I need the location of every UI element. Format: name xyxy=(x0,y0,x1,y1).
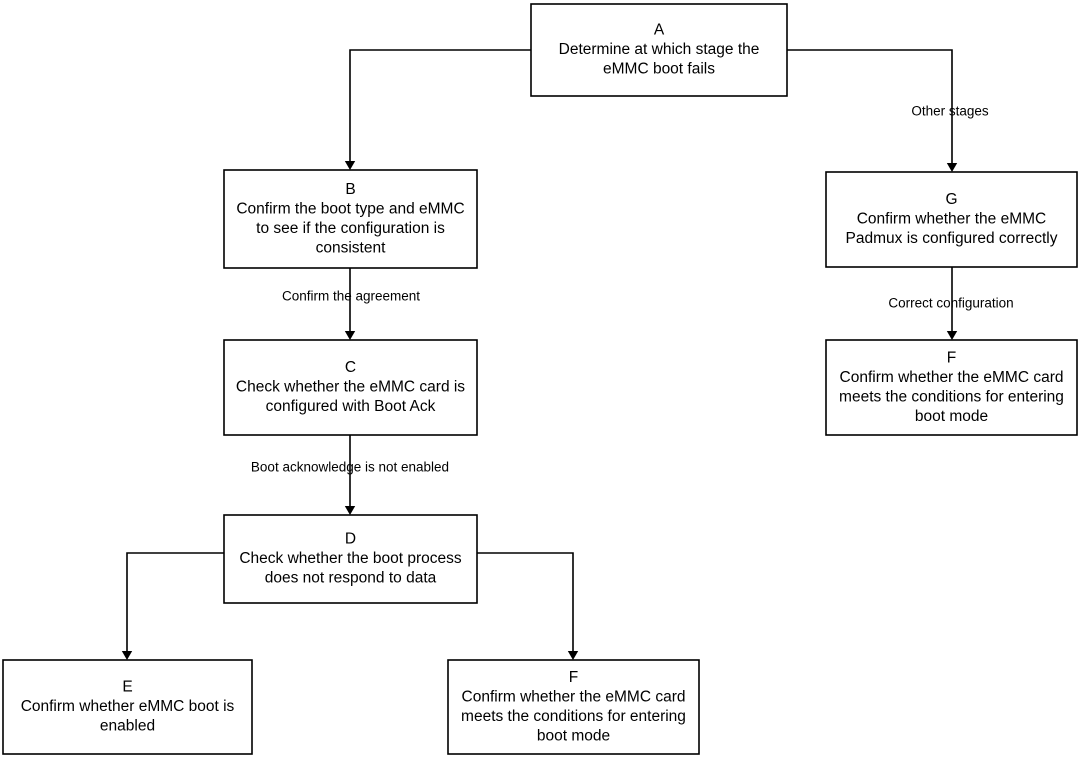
node-text-line-G-1: Confirm whether the eMMC xyxy=(857,211,1047,228)
node-text-line-C-2: configured with Boot Ack xyxy=(266,398,436,415)
node-box-A[interactable] xyxy=(530,3,788,97)
node-box-F_right[interactable] xyxy=(825,339,1078,436)
node-box-B[interactable] xyxy=(223,169,478,269)
node-key-F_right: F xyxy=(947,349,956,366)
node-text-line-B-3: consistent xyxy=(316,239,386,256)
node-text-line-C-1: Check whether the eMMC card is xyxy=(236,379,465,396)
node-text-line-F_right-1: Confirm whether the eMMC card xyxy=(840,369,1064,386)
node-F_bottom[interactable]: F Confirm whether the eMMC card meets the … xyxy=(447,659,700,755)
node-text-line-B-1: Confirm the boot type and eMMC xyxy=(236,200,464,217)
node-text-line-G-2: Padmux is configured correctly xyxy=(846,230,1058,247)
edge-label-G-F: Correct configuration xyxy=(888,296,1013,311)
node-C[interactable]: C Check whether the eMMC card is configure… xyxy=(223,339,478,436)
arrow-head-C-D xyxy=(344,506,356,515)
node-box-F_bottom[interactable] xyxy=(447,659,700,755)
edge-A-G xyxy=(787,49,958,172)
node-key-C: C xyxy=(345,359,356,376)
arrow-head-G-F xyxy=(946,331,958,340)
node-text-line-D-2: does not respond to data xyxy=(265,570,437,587)
node-text-line-F_bottom-3: boot mode xyxy=(537,727,610,744)
nodes-layer: A Determine at which stage the eMMC boot f… xyxy=(2,3,1078,755)
node-key-G: G xyxy=(945,191,957,208)
edge-label-B-C: Confirm the agreement xyxy=(282,289,420,304)
node-text-line-A-1: Determine at which stage the xyxy=(559,41,760,58)
edges-layer xyxy=(121,49,958,660)
node-E[interactable]: E Confirm whether eMMC boot is enabled xyxy=(2,659,253,755)
node-G[interactable]: G Confirm whether the eMMC Padmux is confi… xyxy=(825,171,1078,268)
node-box-G[interactable] xyxy=(825,171,1078,268)
edge-C-D xyxy=(344,435,356,515)
node-text-line-A-2: eMMC boot fails xyxy=(603,61,715,78)
node-text-line-D-1: Check whether the boot process xyxy=(239,550,462,567)
node-key-B: B xyxy=(345,181,355,198)
edge-B-C xyxy=(344,268,356,340)
edge-G-F xyxy=(946,267,958,340)
edge-line-D-E xyxy=(126,552,224,653)
node-text-line-F_right-2: meets the conditions for entering xyxy=(839,388,1064,405)
node-text-line-F_right-3: boot mode xyxy=(915,408,988,425)
node-box-C[interactable] xyxy=(223,339,478,436)
node-D[interactable]: D Check whether the boot process does not … xyxy=(223,514,478,604)
edge-label-A-G: Other stages xyxy=(911,104,989,119)
arrow-head-D-E xyxy=(121,651,133,660)
node-box-E[interactable] xyxy=(2,659,253,755)
edge-A-B xyxy=(344,49,531,170)
edge-line-A-B xyxy=(349,49,531,163)
edge-line-D-F xyxy=(477,552,574,653)
edge-D-E xyxy=(121,552,224,660)
node-text-line-B-2: to see if the configuration is xyxy=(256,220,445,237)
arrow-head-A-G xyxy=(946,163,958,172)
node-box-D[interactable] xyxy=(223,514,478,604)
node-text-line-F_bottom-1: Confirm whether the eMMC card xyxy=(462,688,686,705)
node-text-line-E-1: Confirm whether eMMC boot is xyxy=(21,698,235,715)
edge-D-F xyxy=(477,552,579,660)
node-A[interactable]: A Determine at which stage the eMMC boot f… xyxy=(530,3,788,97)
edge-line-A-G xyxy=(787,49,953,165)
node-B[interactable]: B Confirm the boot type and eMMC to see if… xyxy=(223,169,478,269)
node-key-A: A xyxy=(654,22,665,39)
arrow-head-A-B xyxy=(344,161,356,170)
node-text-line-F_bottom-2: meets the conditions for entering xyxy=(461,708,686,725)
node-text-line-E-2: enabled xyxy=(100,718,155,735)
node-F_right[interactable]: F Confirm whether the eMMC card meets the … xyxy=(825,339,1078,436)
arrow-head-B-C xyxy=(344,331,356,340)
node-key-F_bottom: F xyxy=(569,669,578,686)
edge-label-C-D: Boot acknowledge is not enabled xyxy=(251,460,449,475)
node-key-D: D xyxy=(345,531,356,548)
arrow-head-D-F xyxy=(567,651,579,660)
node-key-E: E xyxy=(122,679,132,696)
